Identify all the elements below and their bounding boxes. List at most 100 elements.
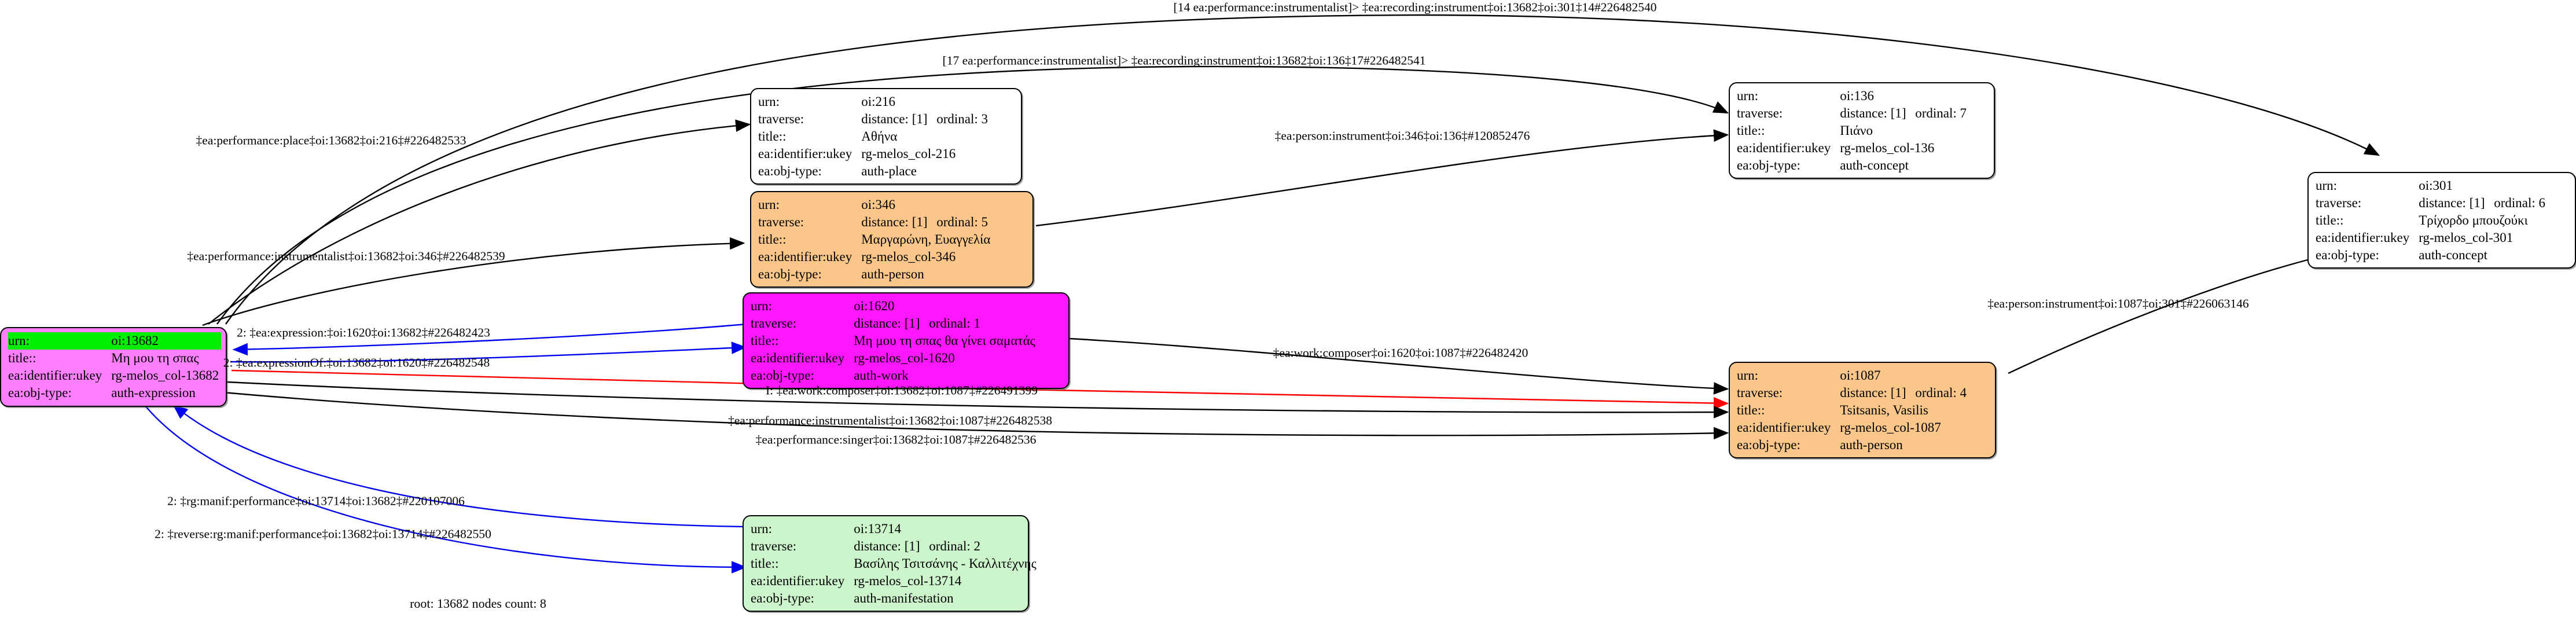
node-field-value: Αθήνα bbox=[861, 128, 898, 144]
node-field-value: oi:301 bbox=[2419, 178, 2453, 193]
edge-label-e-rev-manif: 2: ‡reverse:rg:manif:performance‡oi:1368… bbox=[155, 527, 491, 541]
node-field-value: distance: [1]ordinal: 2 bbox=[854, 538, 1039, 555]
node-row-ukey: ea:identifier:ukey rg-melos_col-13714 bbox=[751, 572, 1039, 590]
node-ordinal: ordinal: 5 bbox=[936, 214, 988, 229]
node-row-traverse: traverse: distance: [1] ordinal: 7 bbox=[1737, 105, 1969, 122]
node-oi-346[interactable]: urn: oi:346 traverse: distance: [1]ordin… bbox=[750, 191, 1034, 288]
node-field-value: auth-work bbox=[854, 368, 909, 383]
node-row-urn: urn: oi:346 bbox=[758, 196, 993, 214]
node-ordinal: ordinal: 2 bbox=[929, 538, 980, 553]
node-row-objtype: ea:obj-type: auth-manifestation bbox=[751, 590, 1039, 607]
node-distance: distance: [1] bbox=[2419, 195, 2485, 210]
node-oi-301[interactable]: urn: oi:301 traverse: distance: [1]ordin… bbox=[2307, 172, 2576, 269]
node-field-value: distance: [1]ordinal: 1 bbox=[854, 315, 1038, 332]
node-field-label: ea:obj-type: bbox=[751, 368, 814, 383]
node-oi-136[interactable]: urn: oi:136 traverse: distance: [1]ordin… bbox=[1729, 82, 1995, 179]
node-row-traverse: traverse: distance: [1] ordinal: 3 bbox=[758, 111, 990, 128]
node-field-value: Πιάνο bbox=[1840, 123, 1873, 138]
node-field-value: auth-place bbox=[861, 163, 917, 178]
edge-label-e-I-composer: I: ‡ea:work:composer‡oi:13682‡oi:1087‡#2… bbox=[766, 383, 1038, 398]
edge-label-e-expression: 2: ‡ea:expression:‡oi:1620‡oi:13682‡#226… bbox=[237, 325, 490, 340]
node-oi-13682[interactable]: urn: oi:13682 title:: Μη μου τη σπας ea:… bbox=[0, 327, 227, 407]
node-distance: distance: [1] bbox=[861, 111, 928, 126]
node-oi-1620[interactable]: urn: oi:1620 traverse: distance: [1]ordi… bbox=[743, 292, 1070, 390]
node-row-traverse: traverse: distance: [1]ordinal: 5 bbox=[758, 214, 993, 231]
node-ordinal: ordinal: 4 bbox=[1915, 385, 1967, 400]
node-row-ukey: ea:identifier:ukey rg-melos_col-216 bbox=[758, 145, 990, 163]
node-oi-1087[interactable]: urn: oi:1087 traverse: distance: [1]ordi… bbox=[1729, 362, 1996, 459]
node-field-value: rg-melos_col-216 bbox=[861, 146, 956, 161]
node-field-value: oi:216 bbox=[861, 94, 895, 109]
node-field-value: rg-melos_col-13682 bbox=[111, 368, 219, 383]
node-row-ukey: ea:identifier:ukey rg-melos_col-1620 bbox=[751, 350, 1038, 367]
node-field-label: ea:identifier:ukey bbox=[751, 573, 845, 588]
node-field-label: ea:identifier:ukey bbox=[2316, 230, 2410, 245]
node-row-title: title:: Βασίλης Τσιτσάνης - Καλλιτέχνης bbox=[751, 555, 1039, 572]
node-field-label: traverse: bbox=[1737, 105, 1783, 120]
node-row-ukey: ea:identifier:ukey rg-melos_col-1087 bbox=[1737, 419, 1969, 436]
node-row-title: title:: Μη μου τη σπας θα γίνει σαματάς bbox=[751, 332, 1038, 350]
node-field-label: urn: bbox=[1737, 368, 1759, 383]
node-field-label: title:: bbox=[1737, 402, 1765, 417]
node-field-label: ea:identifier:ukey bbox=[1737, 140, 1831, 155]
node-field-label: ea:identifier:ukey bbox=[751, 350, 845, 365]
node-field-value: distance: [1]ordinal: 5 bbox=[861, 214, 993, 231]
node-field-value: distance: [1] ordinal: 7 bbox=[1840, 105, 1969, 122]
node-field-value: rg-melos_col-346 bbox=[861, 249, 956, 264]
node-field-label: title:: bbox=[2316, 212, 2344, 227]
node-field-value: oi:346 bbox=[861, 197, 895, 212]
node-field-label: urn: bbox=[758, 197, 780, 212]
edge-label-e-work-composer: ‡ea:work:composer‡oi:1620‡oi:1087‡#22648… bbox=[1273, 346, 1528, 360]
edge-label-e-136-top: [17 ea:performance:instrumentalist]> ‡ea… bbox=[942, 53, 1426, 68]
node-row-urn: urn: oi:301 bbox=[2316, 177, 2548, 194]
node-field-label: traverse: bbox=[751, 538, 797, 553]
node-field-label: urn: bbox=[8, 332, 112, 350]
node-oi-13714[interactable]: urn: oi:13714 traverse: distance: [1]ord… bbox=[743, 515, 1037, 612]
node-field-value: oi:1087 bbox=[1840, 368, 1881, 383]
node-distance: distance: [1] bbox=[1840, 105, 1906, 120]
node-field-value: oi:13714 bbox=[854, 522, 901, 536]
edge-label-e-person-136: ‡ea:person:instrument‡oi:346‡oi:136‡#120… bbox=[1274, 128, 1530, 143]
node-field-value: distance: [1] ordinal: 6 bbox=[2419, 194, 2548, 212]
node-field-label: title:: bbox=[751, 556, 779, 571]
node-field-value: distance: [1] ordinal: 3 bbox=[861, 111, 990, 128]
node-row-traverse: traverse: distance: [1]ordinal: 6 bbox=[2316, 194, 2548, 212]
node-row-objtype: ea:obj-type: auth-person bbox=[1737, 436, 1969, 454]
node-row-ukey: ea:identifier:ukey rg-melos_col-301 bbox=[2316, 229, 2548, 247]
node-row-title: title:: Μη μου τη σπας bbox=[8, 350, 221, 367]
graph-caption: root: 13682 nodes count: 8 bbox=[410, 596, 546, 611]
node-ordinal: ordinal: 3 bbox=[936, 111, 988, 126]
node-row-ukey: ea:identifier:ukey rg-melos_col-13682 bbox=[8, 367, 221, 384]
node-field-value: rg-melos_col-136 bbox=[1840, 140, 1935, 155]
node-row-traverse: traverse: distance: [1]ordinal: 2 bbox=[751, 538, 1039, 555]
node-row-objtype: ea:obj-type: auth-expression bbox=[8, 384, 221, 402]
node-field-value: distance: [1] ordinal: 4 bbox=[1840, 384, 1969, 402]
node-row-traverse: traverse: distance: [1]ordinal: 4 bbox=[1737, 384, 1969, 402]
node-ordinal: ordinal: 6 bbox=[2494, 195, 2545, 210]
node-row-objtype: ea:obj-type: auth-place bbox=[758, 163, 990, 180]
node-field-label: ea:obj-type: bbox=[1737, 437, 1800, 452]
node-field-label: ea:identifier:ukey bbox=[8, 368, 102, 383]
node-field-label: urn: bbox=[758, 94, 780, 109]
node-field-label: ea:identifier:ukey bbox=[758, 249, 852, 264]
node-row-ukey: ea:identifier:ukey rg-melos_col-136 bbox=[1737, 139, 1969, 157]
node-field-label: traverse: bbox=[758, 111, 804, 126]
edge-label-e-manif-perf: 2: ‡rg:manif:performance‡oi:13714‡oi:136… bbox=[167, 494, 465, 508]
edge-label-e-place-216: ‡ea:performance:place‡oi:13682‡oi:216‡#2… bbox=[196, 133, 466, 148]
node-field-label: ea:obj-type: bbox=[758, 163, 822, 178]
node-field-value: auth-manifestation bbox=[854, 590, 954, 605]
node-field-value: auth-person bbox=[1840, 437, 1903, 452]
node-field-value: auth-expression bbox=[111, 385, 196, 400]
node-distance: distance: [1] bbox=[1840, 385, 1906, 400]
node-field-label: ea:identifier:ukey bbox=[758, 146, 852, 161]
node-oi-216[interactable]: urn: oi:216 traverse: distance: [1] ordin… bbox=[750, 88, 1022, 185]
node-ordinal: ordinal: 7 bbox=[1915, 105, 1967, 120]
node-field-value: oi:13682 bbox=[111, 332, 222, 350]
node-row-traverse: traverse: distance: [1]ordinal: 1 bbox=[751, 315, 1038, 332]
node-row-objtype: ea:obj-type: auth-person bbox=[758, 266, 993, 283]
node-field-label: title:: bbox=[758, 232, 787, 247]
node-field-label: title:: bbox=[758, 128, 787, 144]
node-field-value: Μη μου τη σπας θα γίνει σαματάς bbox=[854, 333, 1035, 348]
node-row-title: title:: Τρίχορδο μπουζούκι bbox=[2316, 212, 2548, 229]
